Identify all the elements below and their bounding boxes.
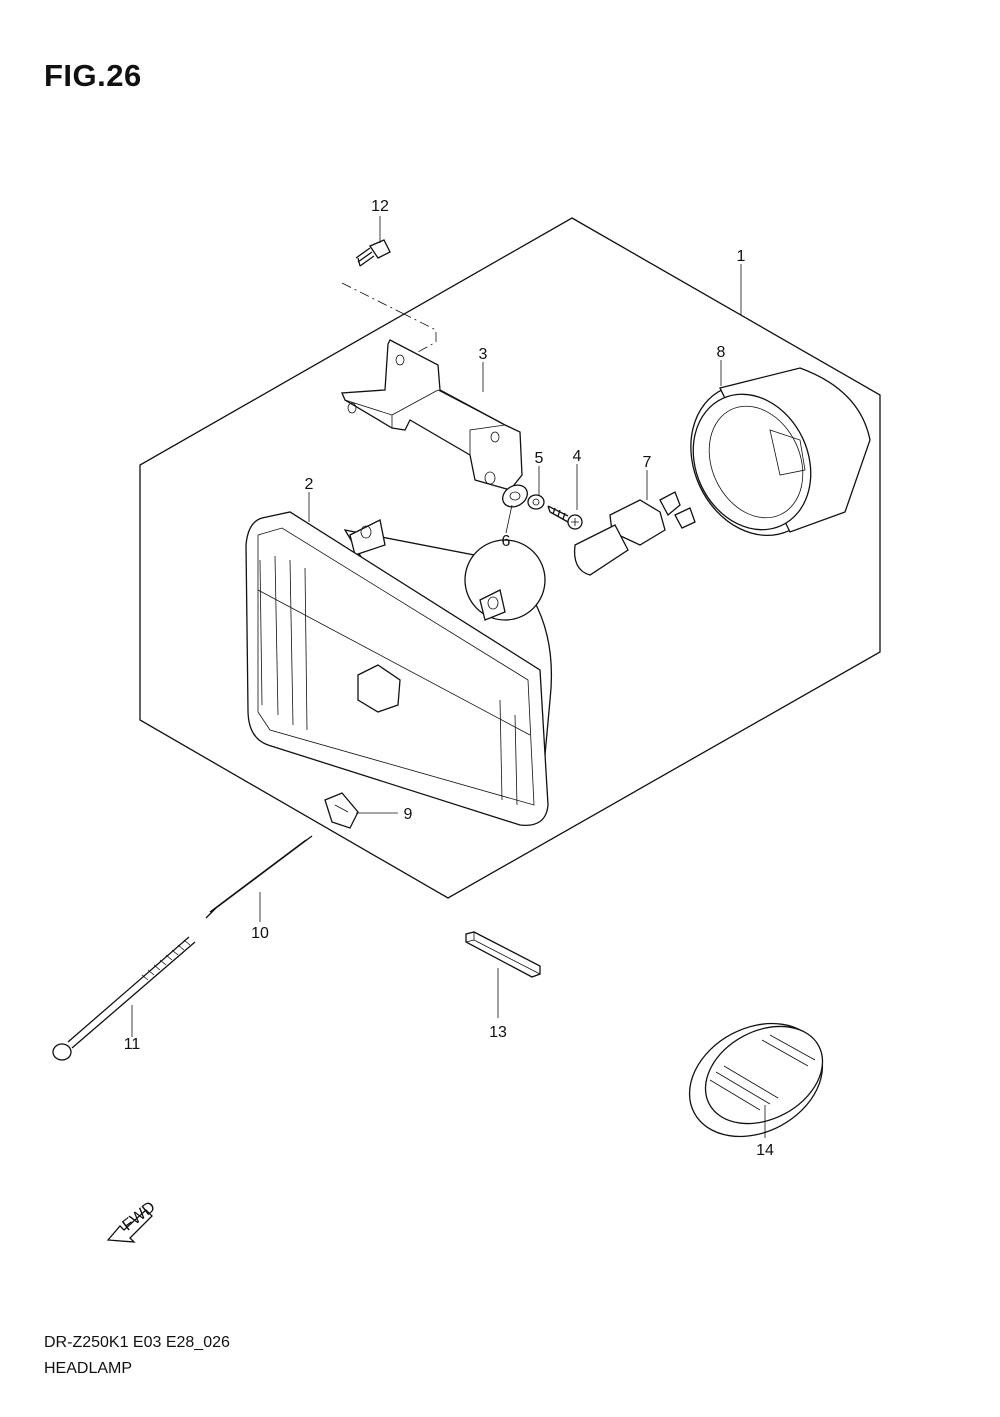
- part-4-screw[interactable]: [547, 505, 583, 530]
- part-13-cushion[interactable]: [465, 931, 541, 978]
- part-2-headlamp[interactable]: [245, 511, 553, 826]
- part-3-bracket[interactable]: [341, 339, 523, 491]
- figure-title: FIG.26: [44, 58, 142, 93]
- callout-9: 9: [404, 806, 413, 823]
- callout-10: 10: [251, 925, 269, 942]
- callout-11: 11: [124, 1036, 141, 1053]
- callout-3: 3: [479, 346, 488, 363]
- part-8-socket-cover[interactable]: [667, 363, 871, 557]
- part-14-reflector[interactable]: [670, 1001, 842, 1159]
- forward-arrow-icon: FWD: [106, 1199, 159, 1243]
- part-6-washer[interactable]: [499, 481, 532, 511]
- part-11-bolt[interactable]: [52, 936, 196, 1061]
- callout-2: 2: [305, 476, 314, 493]
- callout-8: 8: [717, 344, 726, 361]
- part-12-screw[interactable]: [355, 239, 391, 267]
- callout-12: 12: [371, 198, 389, 215]
- callout-1: 1: [737, 248, 746, 265]
- callout-14: 14: [756, 1142, 774, 1159]
- callout-7: 7: [643, 454, 652, 471]
- assembly-outline: [139, 217, 881, 899]
- leader-lines: [131, 216, 766, 1138]
- part-10-spring[interactable]: [205, 835, 313, 919]
- part-7-bulb[interactable]: [573, 491, 696, 576]
- diagram-caption: HEADLAMP: [44, 1360, 133, 1377]
- callout-6: 6: [502, 533, 511, 550]
- callout-4: 4: [573, 448, 582, 465]
- part-5-lock-washer[interactable]: [527, 494, 545, 510]
- screw-guide-line: [341, 282, 437, 353]
- callout-13: 13: [489, 1024, 507, 1041]
- model-code: DR-Z250K1 E03 E28_026: [44, 1334, 230, 1351]
- callout-5: 5: [535, 450, 544, 467]
- part-9-clip-nut[interactable]: [324, 792, 359, 829]
